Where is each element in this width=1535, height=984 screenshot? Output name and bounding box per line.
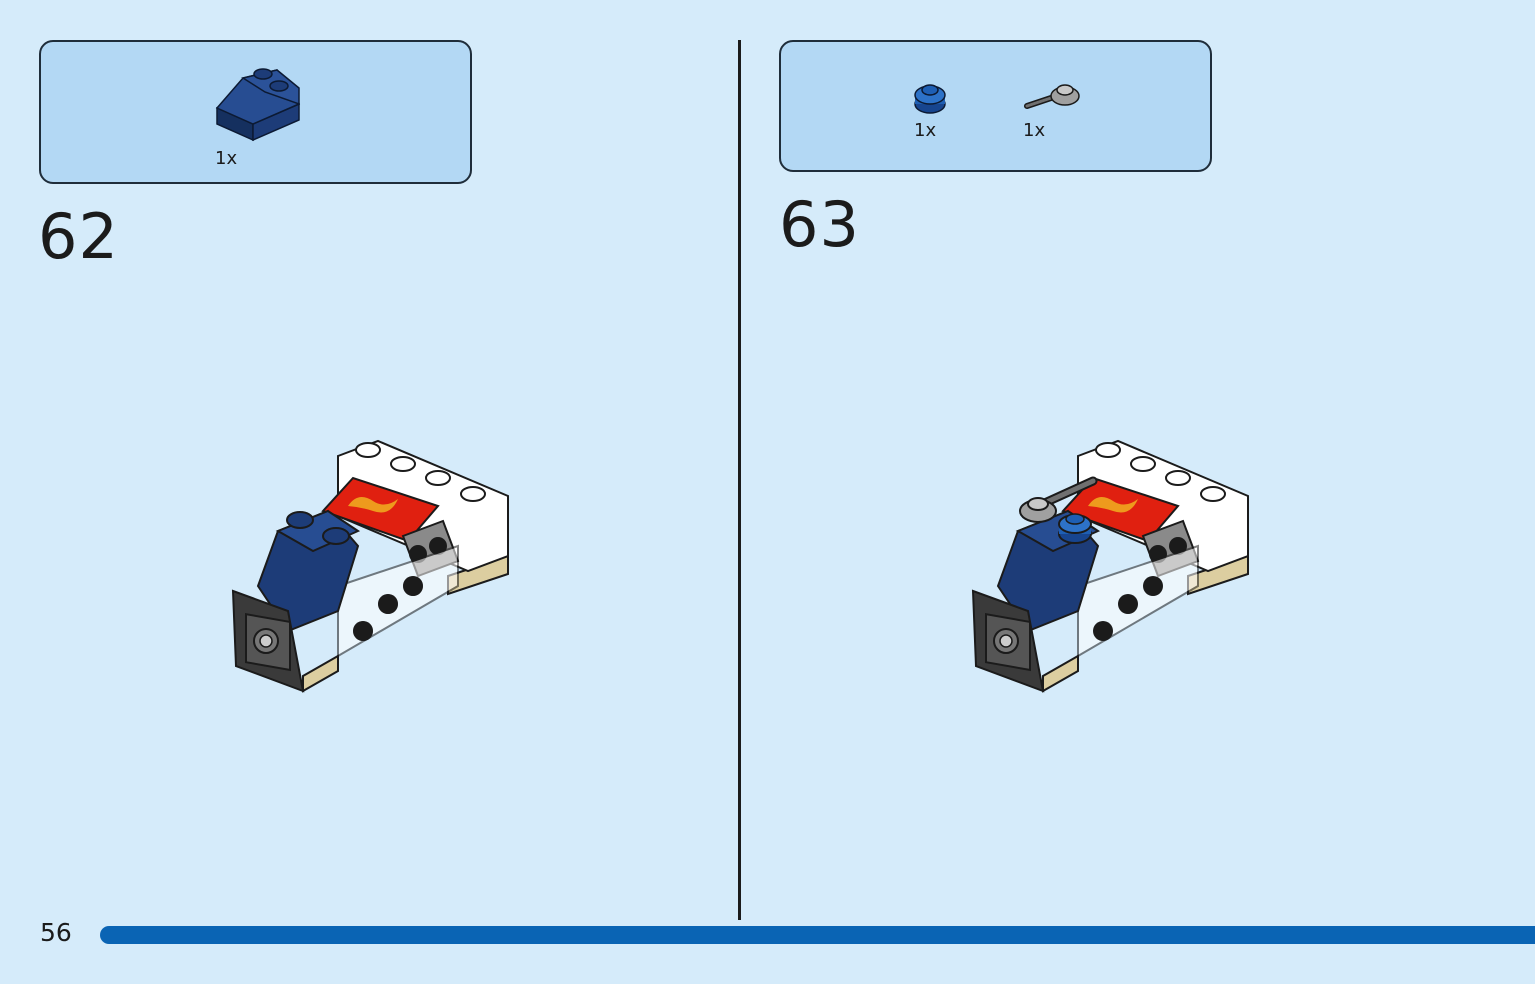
part-qty: 1x bbox=[1023, 120, 1046, 141]
round-plate-1x1-blue-icon bbox=[914, 84, 946, 114]
step-number: 62 bbox=[38, 200, 119, 273]
step-number: 63 bbox=[779, 188, 860, 261]
slope-brick-2x2-dark-blue-icon bbox=[215, 68, 301, 142]
progress-bar bbox=[100, 926, 1535, 944]
step-62-model-illustration bbox=[231, 439, 509, 693]
part-qty: 1x bbox=[215, 148, 238, 169]
page-number: 56 bbox=[40, 918, 72, 947]
page-divider bbox=[738, 40, 741, 920]
part-qty: 1x bbox=[914, 120, 937, 141]
step-63-model-illustration bbox=[971, 439, 1249, 693]
parts-box-step-62: 1x bbox=[39, 40, 472, 184]
plate-with-bar-grey-icon bbox=[1024, 84, 1080, 109]
parts-box-step-63: 1x 1x bbox=[779, 40, 1212, 172]
